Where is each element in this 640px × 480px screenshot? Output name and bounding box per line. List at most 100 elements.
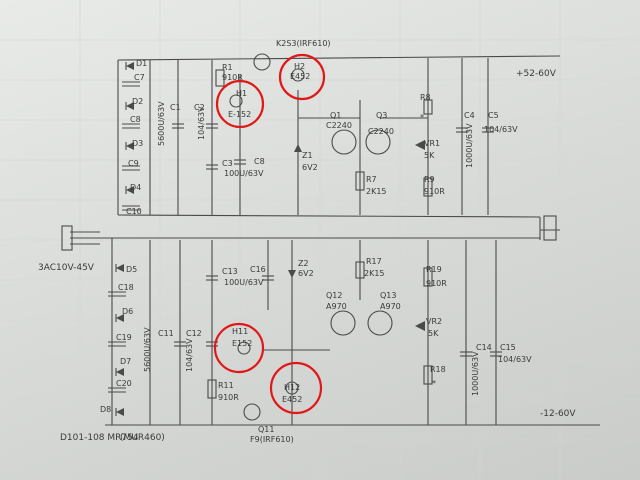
label-r19-val: 910R xyxy=(426,279,447,288)
label-h12-val: E452 xyxy=(282,395,302,404)
label-z1-val: 6V2 xyxy=(302,163,318,172)
label-c15-val: 104/63V xyxy=(498,355,532,364)
label-diodes-alt: (MUR460) xyxy=(120,433,165,443)
label-h2-val: E452 xyxy=(290,72,310,81)
label-r9-val: 910R xyxy=(424,187,445,196)
label-h12: H12 xyxy=(284,383,300,392)
label-r1: R1 xyxy=(222,63,233,72)
label-d7: D7 xyxy=(120,357,131,366)
highlight-circle-h11 xyxy=(213,322,265,374)
label-vr2-val: 5K xyxy=(428,329,439,338)
label-c7: C7 xyxy=(134,73,145,82)
label-c18: C18 xyxy=(118,283,134,292)
top-capacitors xyxy=(172,69,494,197)
label-d2: D2 xyxy=(132,97,143,106)
label-q13-val: A970 xyxy=(380,302,401,311)
label-h1-val: E-152 xyxy=(228,110,251,119)
label-c12-val: 104/63V xyxy=(185,338,194,372)
label-c3-val: 100U/63V xyxy=(224,169,264,178)
ac-input-connector xyxy=(61,225,73,251)
label-c2: C2 xyxy=(194,103,205,112)
label-c16: C16 xyxy=(250,265,266,274)
label-c14-val: 1000U/63V xyxy=(471,351,480,396)
label-q12-val: A970 xyxy=(326,302,347,311)
label-c13-val: 100U/63V xyxy=(224,278,264,287)
label-vminus: -12-60V xyxy=(540,409,576,419)
label-vplus: +52-60V xyxy=(516,69,557,79)
label-z2: Z2 xyxy=(298,259,309,268)
label-d4: D4 xyxy=(130,183,141,192)
output-connector xyxy=(543,215,557,241)
label-d3: D3 xyxy=(132,139,143,148)
label-r11: R11 xyxy=(218,381,234,390)
label-r9: R9 xyxy=(424,175,435,184)
label-vr1: VR1 xyxy=(424,139,440,148)
label-r19: R19 xyxy=(426,265,442,274)
label-c19: C19 xyxy=(116,333,132,342)
label-d1: D1 xyxy=(136,59,147,68)
label-c10: C10 xyxy=(126,207,142,216)
top-diode-ladder xyxy=(122,62,140,211)
label-c4: C4 xyxy=(464,111,475,120)
label-c12: C12 xyxy=(186,329,202,338)
label-c9: C9 xyxy=(128,159,139,168)
label-c1: C1 xyxy=(170,103,181,112)
label-d5: D5 xyxy=(126,265,137,274)
label-q12: Q12 xyxy=(326,291,342,300)
label-c13: C13 xyxy=(222,267,238,276)
label-c8: C8 xyxy=(254,157,265,166)
label-c5-val: 104/63V xyxy=(484,125,518,134)
label-c11-val: 5600U/63V xyxy=(143,327,152,372)
label-c1-val: 5600U/63V xyxy=(157,101,166,146)
label-c5: C5 xyxy=(488,111,499,120)
highlight-circle-h1 xyxy=(215,79,265,129)
label-diodes-note: D101-108 MR754 xyxy=(60,433,139,443)
label-r7-val: 2K15 xyxy=(366,187,387,196)
label-c15: C15 xyxy=(500,343,516,352)
label-vr2: VR2 xyxy=(426,317,442,326)
label-r11-val: 910R xyxy=(218,393,239,402)
label-z1: Z1 xyxy=(302,151,313,160)
label-h11: H11 xyxy=(232,327,248,336)
label-q1-val: C2240 xyxy=(326,121,352,130)
label-q1: Q1 xyxy=(330,111,341,120)
label-r8-val: * xyxy=(420,113,424,122)
label-z2-val: 6V2 xyxy=(298,269,314,278)
label-c11: C11 xyxy=(158,329,174,338)
label-c20: C20 xyxy=(116,379,132,388)
bottom-active-parts xyxy=(237,310,425,421)
label-c8b: C8 xyxy=(130,115,141,124)
label-r7: R7 xyxy=(366,175,377,184)
label-r1-val: 910R xyxy=(222,73,243,82)
label-r17: R17 xyxy=(366,257,382,266)
bottom-diode-ladder xyxy=(108,264,126,416)
highlight-circle-h2 xyxy=(278,53,326,101)
highlight-circle-h12 xyxy=(269,361,323,415)
label-c4-val: 1000U/63V xyxy=(465,123,474,168)
label-q11-val: F9(IRF610) xyxy=(250,435,294,444)
label-c14: C14 xyxy=(476,343,492,352)
label-vr1-val: 5K xyxy=(424,151,435,160)
label-d6: D6 xyxy=(122,307,133,316)
label-c2-val: 104/63V xyxy=(197,106,206,140)
label-h1: H1 xyxy=(236,89,247,98)
label-c3: C3 xyxy=(222,159,233,168)
label-r18: R18 xyxy=(430,365,446,374)
label-h11-val: E152 xyxy=(232,339,252,348)
label-r8: R8 xyxy=(420,93,431,102)
label-r17-val: 2K15 xyxy=(364,269,385,278)
label-r18-val: * xyxy=(432,379,436,388)
label-q3: Q3 xyxy=(376,111,387,120)
label-h2: H2 xyxy=(294,62,305,71)
label-d8: D8 xyxy=(100,405,111,414)
label-q13: Q13 xyxy=(380,291,396,300)
label-q3-val: C2240 xyxy=(368,127,394,136)
label-top-fet: K2S3(IRF610) xyxy=(276,39,331,48)
top-active-parts xyxy=(229,53,425,155)
label-q11: Q11 xyxy=(258,425,274,434)
top-section-wiring xyxy=(117,55,561,240)
label-ac-in: 3AC10V-45V xyxy=(38,263,95,273)
